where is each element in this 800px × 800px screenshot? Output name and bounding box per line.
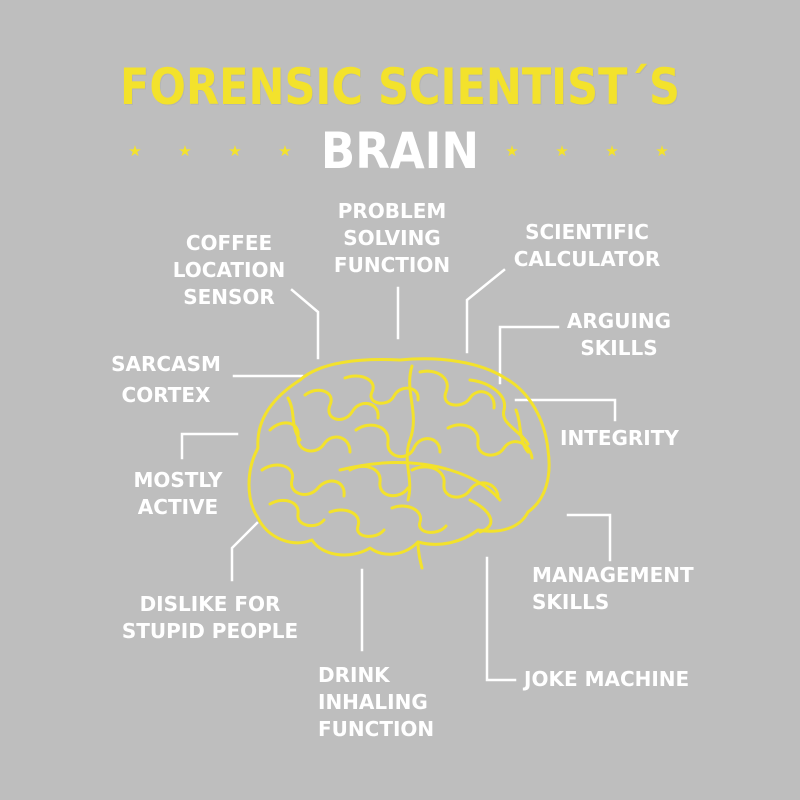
label-joke-machine: JOKE MACHINE xyxy=(524,667,690,691)
connector-management xyxy=(566,513,612,562)
stars-right: ★ ★ ★ ★ xyxy=(487,142,687,160)
label-dislike-stupid: DISLIKE FOR STUPID PEOPLE xyxy=(121,592,299,643)
label-sarcasm-cortex: SARCASM CORTEX xyxy=(111,352,221,407)
connector-calculator xyxy=(465,268,506,354)
connector-mostly-active xyxy=(180,432,239,460)
star-icon: ★ xyxy=(555,142,569,160)
star-icon: ★ xyxy=(278,142,292,160)
connector-coffee xyxy=(290,288,320,360)
star-icon: ★ xyxy=(655,142,669,160)
connector-arguing xyxy=(498,325,560,385)
label-mostly-active: MOSTLY ACTIVE xyxy=(133,468,223,519)
connector-integrity xyxy=(514,398,617,422)
label-drink-inhaling: DRINK INHALING FUNCTION xyxy=(318,663,435,741)
title-line-1: FORENSIC SCIENTIST´S xyxy=(120,58,680,116)
label-scientific-calculator: SCIENTIFIC CALCULATOR xyxy=(513,220,661,271)
star-icon: ★ xyxy=(178,142,192,160)
label-problem-solving: PROBLEM SOLVING FUNCTION xyxy=(333,199,451,277)
label-coffee-sensor: COFFEE LOCATION SENSOR xyxy=(172,231,286,309)
title-line-2: BRAIN xyxy=(320,122,480,180)
label-arguing-skills: ARGUING SKILLS xyxy=(566,309,672,360)
stars-left: ★ ★ ★ ★ xyxy=(110,142,310,160)
connector-dislike xyxy=(230,521,259,582)
label-integrity: INTEGRITY xyxy=(560,426,679,450)
star-icon: ★ xyxy=(605,142,619,160)
brain-icon xyxy=(247,357,551,570)
label-management-skills: MANAGEMENT SKILLS xyxy=(532,563,694,614)
connector-joke xyxy=(485,556,517,682)
star-icon: ★ xyxy=(128,142,142,160)
star-icon: ★ xyxy=(228,142,242,160)
star-icon: ★ xyxy=(505,142,519,160)
